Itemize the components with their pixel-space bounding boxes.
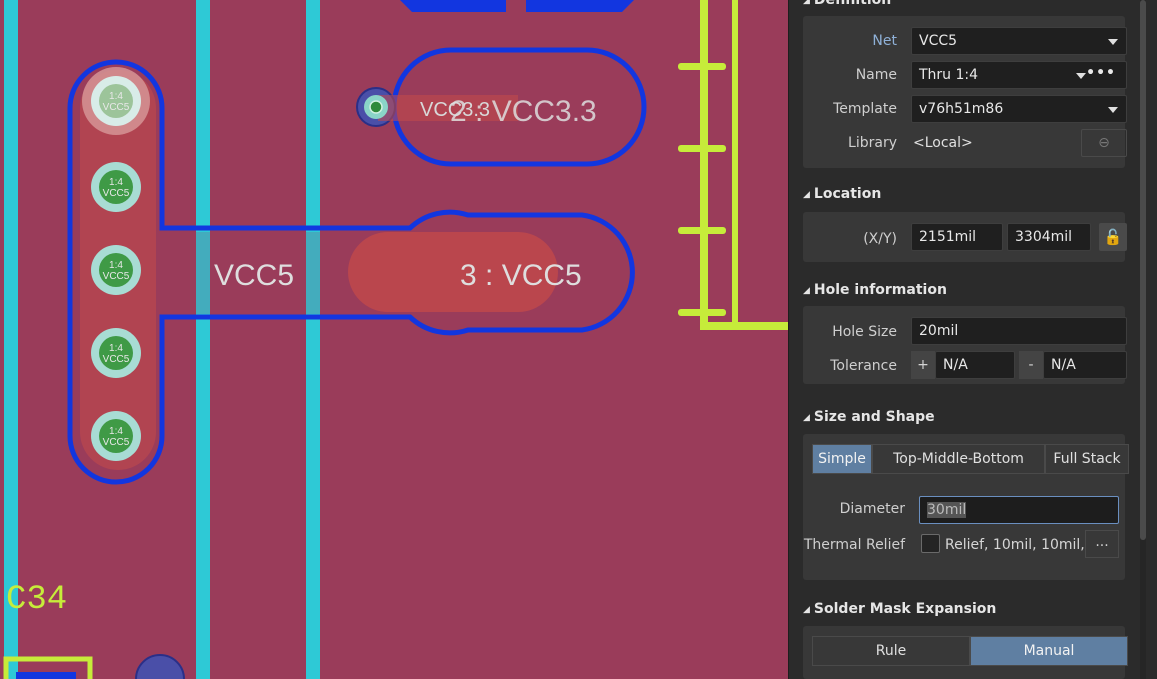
name-select[interactable]: Thru 1:4••• (911, 61, 1127, 89)
diameter-input[interactable]: 30mil (919, 496, 1119, 524)
track[interactable] (4, 0, 18, 679)
size-shape-box: Simple Top-Middle-Bottom Full Stack Diam… (803, 434, 1129, 580)
solder-mask-manual[interactable]: Manual (970, 636, 1128, 666)
via-label: 1:4 (109, 260, 123, 271)
hole-size-label: Hole Size (832, 324, 897, 340)
definition-box: Net VCC5 Name Thru 1:4••• Template v76h5… (803, 16, 1127, 168)
via-label: VCC5 (103, 102, 130, 113)
properties-panel: ◢Definition Net VCC5 Name Thru 1:4••• Te… (788, 0, 1157, 679)
net-label: VCC5 (214, 259, 294, 292)
via-label: 1:4 (109, 91, 123, 102)
x-input[interactable]: 2151mil (911, 223, 1003, 251)
pad-outline (400, 0, 506, 12)
name-label: Name (855, 67, 897, 83)
net-select[interactable]: VCC5 (911, 27, 1127, 55)
via-label: VCC5 (103, 188, 130, 199)
thermal-relief-checkbox[interactable] (921, 534, 940, 553)
via-net-label: VCC3.3 (420, 99, 490, 121)
xy-label: (X/Y) (863, 231, 897, 247)
hole-header[interactable]: ◢Hole information (803, 282, 947, 298)
via-label: 1:4 (109, 343, 123, 354)
tolerance-plus-input[interactable]: N/A (935, 351, 1015, 379)
via-label: 1:4 (109, 177, 123, 188)
hole-box: Hole Size 20mil Tolerance + N/A - N/A (803, 306, 1127, 384)
chevron-down-icon (1108, 39, 1118, 45)
silkscreen (732, 0, 738, 328)
template-label: Template (833, 101, 897, 117)
minus-sign: - (1019, 351, 1043, 379)
via-label: VCC5 (103, 271, 130, 282)
mode-top-middle-bottom[interactable]: Top-Middle-Bottom (872, 444, 1045, 474)
thermal-relief-value: Relief, 10mil, 10mil, 4, 9 (945, 537, 1097, 553)
chevron-down-icon (1108, 107, 1118, 113)
template-select[interactable]: v76h51m86 (911, 95, 1127, 123)
solder-mask-header[interactable]: ◢Solder Mask Expansion (803, 601, 997, 617)
thermal-relief-label: Thermal Relief (803, 537, 905, 553)
net-label: Net (872, 33, 897, 49)
panel-scrollbar[interactable] (1140, 0, 1146, 679)
diameter-label: Diameter (839, 501, 905, 517)
y-input[interactable]: 3304mil (1007, 223, 1091, 251)
silkscreen (700, 322, 788, 330)
solder-mask-rule[interactable]: Rule (812, 636, 970, 666)
via-label: VCC5 (103, 354, 130, 365)
solder-mask-box: Rule Manual (803, 626, 1128, 679)
track[interactable] (306, 0, 320, 679)
component-outline (67, 59, 635, 485)
library-label: Library (848, 135, 897, 151)
pad2-label: 2 : VCC3.3 (450, 95, 597, 128)
link-icon[interactable]: ⊖ (1081, 129, 1127, 157)
via-label: 1:4 (109, 426, 123, 437)
plus-sign: + (911, 351, 935, 379)
mode-full-stack[interactable]: Full Stack (1045, 444, 1129, 474)
pad-outline (526, 0, 634, 12)
track[interactable] (196, 0, 210, 679)
chevron-down-icon (1076, 73, 1086, 79)
more-icon[interactable]: ••• (1086, 65, 1116, 81)
library-value: <Local> (913, 135, 973, 151)
mode-simple[interactable]: Simple (812, 444, 872, 474)
thermal-relief-more-button[interactable]: ... (1085, 530, 1119, 558)
tolerance-label: Tolerance (830, 358, 897, 374)
via-label: VCC5 (103, 437, 130, 448)
hole-size-input[interactable]: 20mil (911, 317, 1127, 345)
definition-header[interactable]: ◢Definition (803, 0, 892, 8)
tolerance-minus-input[interactable]: N/A (1043, 351, 1127, 379)
silkscreen (700, 0, 708, 328)
pad3-label: 3 : VCC5 (460, 259, 582, 292)
location-header[interactable]: ◢Location (803, 186, 882, 202)
location-box: (X/Y) 2151mil 3304mil 🔓 (803, 212, 1127, 262)
lock-icon[interactable]: 🔓 (1099, 223, 1127, 251)
pad3[interactable] (348, 232, 558, 312)
designator: C34 (6, 581, 67, 619)
size-shape-header[interactable]: ◢Size and Shape (803, 409, 935, 425)
